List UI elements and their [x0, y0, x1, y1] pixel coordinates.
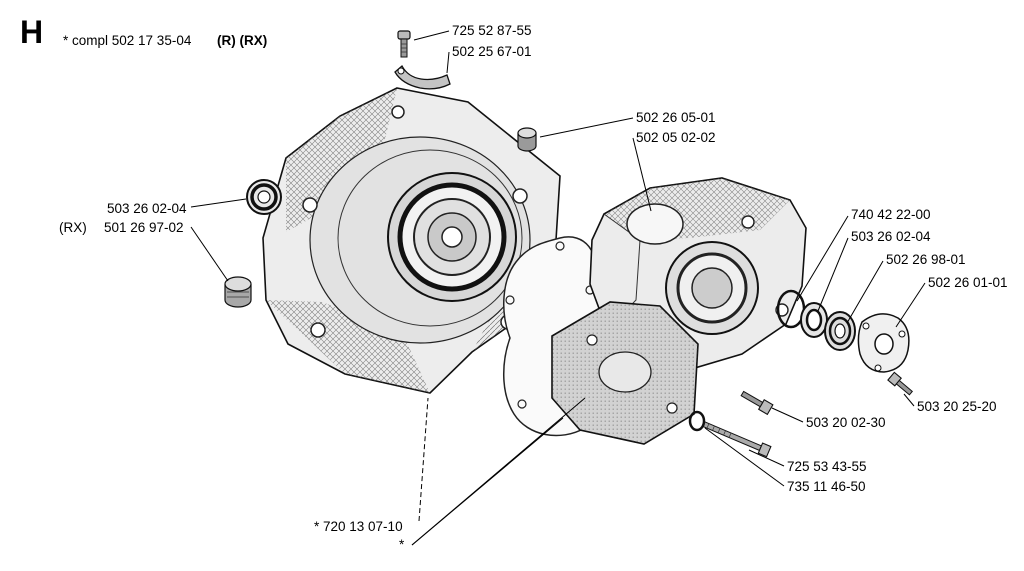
leader-lines	[190, 30, 926, 546]
label-503-26-02-04-right: 503 26 02-04	[851, 229, 931, 244]
bearing-left	[246, 179, 282, 215]
bracket	[394, 64, 451, 90]
seal-plug-left	[224, 276, 252, 308]
variant-note: (R) (RX)	[217, 33, 268, 48]
screw-small-right	[887, 371, 914, 396]
label-rx-note: (RX)	[59, 220, 87, 235]
end-cover-plate	[857, 313, 910, 373]
label-503-26-02-04-left: 503 26 02-04	[107, 201, 187, 216]
label-720-13-07-10: * 720 13 07-10	[314, 519, 403, 534]
assembly-note: * compl 502 17 35-04	[63, 33, 192, 48]
label-735-11-46-50: 735 11 46-50	[787, 479, 866, 494]
cylinder-opening	[626, 203, 684, 245]
plug-screw	[517, 127, 537, 152]
washer	[688, 410, 706, 432]
label-503-20-25-20: 503 20 25-20	[917, 399, 997, 414]
label-502-26-98-01: 502 26 98-01	[886, 252, 966, 267]
label-502-25-67-01: 502 25 67-01	[452, 44, 532, 59]
label-asterisk: *	[399, 537, 405, 552]
bearing-right	[800, 302, 828, 338]
label-502-05-02-02: 502 05 02-02	[636, 130, 716, 145]
label-725-52-87-55: 725 52 87-55	[452, 23, 532, 38]
label-501-26-97-02: 501 26 97-02	[104, 220, 184, 235]
screw-mid	[740, 390, 774, 416]
label-502-26-01-01: 502 26 01-01	[928, 275, 1008, 290]
top-screw	[397, 30, 411, 58]
label-740-42-22-00: 740 42 22-00	[851, 207, 931, 222]
section-letter: H	[20, 14, 44, 50]
label-725-53-43-55: 725 53 43-55	[787, 459, 867, 474]
label-502-26-05-01: 502 26 05-01	[636, 110, 716, 125]
label-503-20-02-30: 503 20 02-30	[806, 415, 886, 430]
crankcase-bottom-cover	[551, 301, 699, 445]
